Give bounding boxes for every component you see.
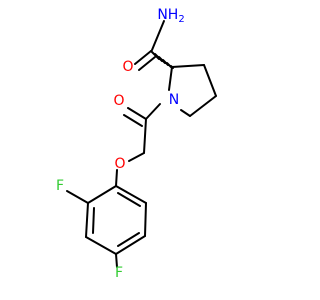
- bond-c2-f: [66, 190, 89, 204]
- acyl-oxygen-label: O: [113, 93, 124, 109]
- amide-nitrogen-label: NH2: [157, 7, 184, 25]
- ether-oxygen-label: O: [114, 156, 125, 172]
- bond-amide-c-n: [151, 20, 165, 51]
- bond-ar-c1-c2: [87, 185, 117, 204]
- bond-ar-c4-c5: [115, 235, 146, 255]
- bonds: [66, 20, 217, 268]
- bond-ar-c5-c6: [144, 202, 147, 237]
- bond-ring-c4-c5: [189, 95, 217, 117]
- bond-ar-c4-c5-inner: [117, 232, 140, 247]
- pyrrolidine-nitrogen-label: N: [169, 92, 179, 108]
- bond-ar-c6-c1: [115, 185, 147, 204]
- bond-o-aryl: [115, 169, 118, 187]
- bond-acyl-c-ch2: [143, 118, 147, 154]
- bond-c4-f: [115, 253, 118, 268]
- bond-amide-c-o-double: [138, 56, 156, 71]
- bond-ar-c2-c3-inner: [92, 207, 95, 234]
- bond-ring-n-c2: [168, 66, 173, 91]
- bond-acyl-c-o: [127, 107, 147, 120]
- amide-oxygen-label: O: [122, 59, 133, 75]
- fluorine-label-para: F: [115, 265, 123, 281]
- bond-amide-c-o: [134, 50, 152, 65]
- bond-ar-c6-c1-inner: [117, 192, 141, 207]
- bond-ring-c5-n: [180, 109, 191, 117]
- bond-ch2-o: [128, 152, 145, 162]
- fluorine-label-ortho: F: [56, 178, 64, 194]
- stereo-hashed-wedge: [150, 50, 174, 69]
- bond-ar-c3-c4: [85, 236, 117, 255]
- bond-acyl-c-o-double: [123, 114, 143, 127]
- atom-labels: NH2 O N O O F F: [56, 7, 185, 281]
- bond-n-acyl-c: [145, 103, 161, 120]
- molecule-structure-diagram: NH2 O N O O F F: [56, 7, 217, 281]
- bond-ring-c3-c4: [203, 64, 217, 97]
- bond-ar-c2-c3: [85, 202, 89, 238]
- bond-ring-c2-c3: [171, 64, 205, 68]
